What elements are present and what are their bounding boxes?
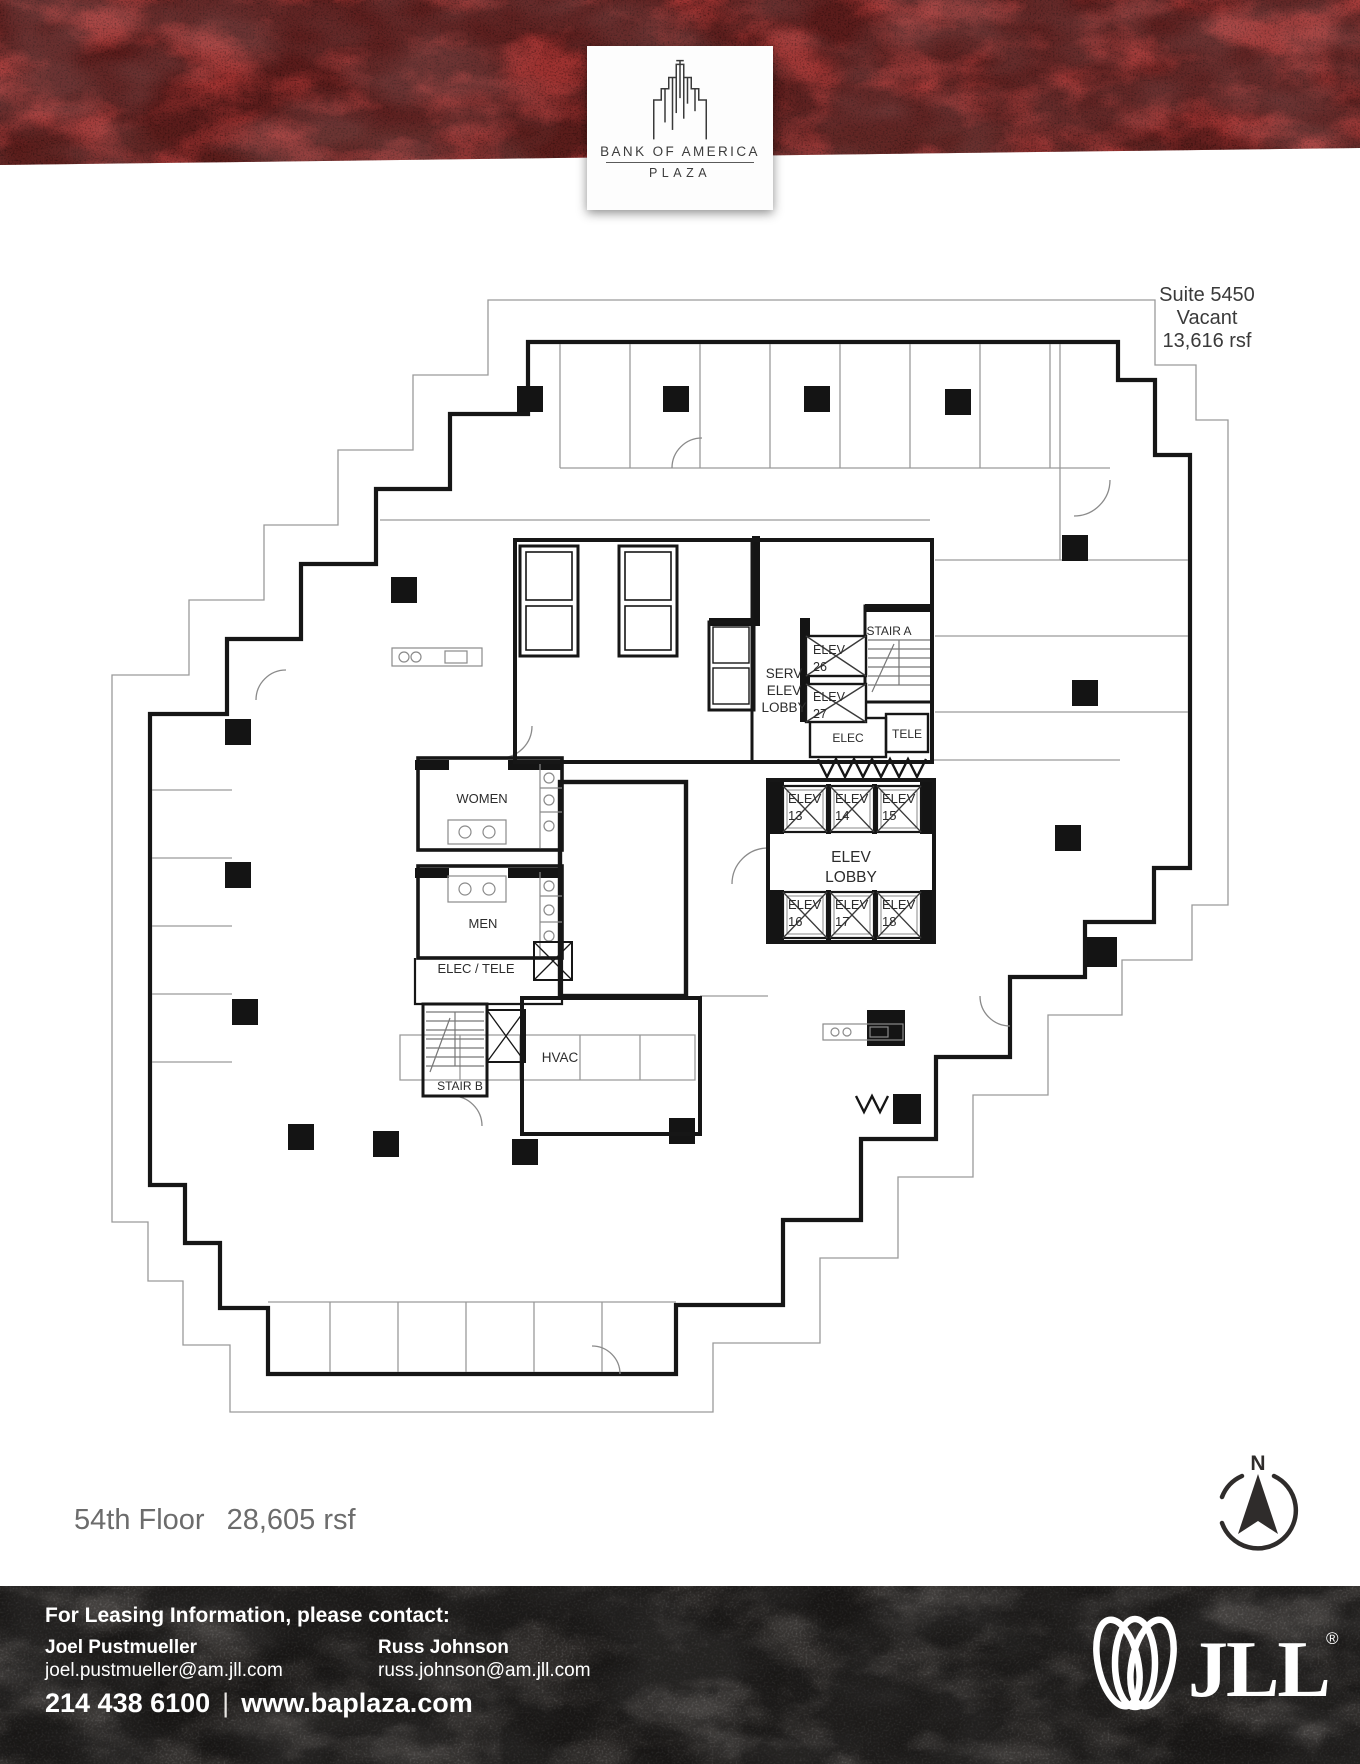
elev-27-number: 27: [813, 707, 827, 721]
elev-lobby-label-1: ELEV: [831, 849, 871, 866]
elevator-shafts: ELEV 13 ELEV 14 ELEV 15: [781, 784, 923, 940]
elev-18-label: ELEV: [882, 897, 916, 912]
header-red-banner: [0, 0, 1360, 165]
stair-a-label: STAIR A: [866, 624, 911, 638]
floor-number: 54th Floor: [74, 1504, 205, 1536]
elec-tele-shaft: [533, 941, 573, 981]
office-partitions: [152, 344, 1188, 1372]
contact-name: Russ Johnson: [378, 1637, 509, 1658]
building-logo-card: BANK OF AMERICA PLAZA: [587, 46, 773, 210]
logo-divider: [606, 162, 754, 163]
elev-18-number: 18: [882, 914, 896, 929]
restrooms: [413, 756, 564, 1006]
elev-27-label: ELEV: [813, 690, 846, 704]
elev-16-label: ELEV: [788, 897, 822, 912]
suite-area: 13,616 rsf: [1162, 330, 1252, 352]
floor-info: 54th Floor 28,605 rsf: [74, 1504, 356, 1537]
separator: |: [222, 1688, 230, 1718]
website-link[interactable]: www.baplaza.com: [241, 1688, 473, 1718]
phone-number: 214 438 6100: [45, 1688, 211, 1718]
contact-email[interactable]: russ.johnson@am.jll.com: [378, 1660, 591, 1681]
pantry-counters: [391, 647, 904, 1041]
elev-27-shaft: ELEV 27: [804, 682, 868, 724]
elevator-bank: ELEV 13 ELEV 14 ELEV 15: [766, 778, 936, 944]
elev-lobby-label-2: LOBBY: [825, 869, 877, 886]
jll-rings-icon: [1093, 1615, 1177, 1711]
women-label: WOMEN: [456, 791, 507, 806]
elev-13-label: ELEV: [788, 791, 822, 806]
serv-lobby-label-1: SERV: [766, 666, 803, 681]
exterior-wall: [147, 339, 1193, 1377]
shaft-zigzag: [816, 756, 928, 1115]
service-elevators: ELEV 26 ELEV 27: [804, 634, 868, 724]
tele-label: TELE: [892, 727, 922, 741]
floor-plan: ELEV 26 ELEV 27: [0, 250, 1360, 1560]
elev-15-label: ELEV: [882, 791, 916, 806]
stair-a-treads: [868, 639, 930, 693]
elev-13-number: 13: [788, 808, 802, 823]
lease-line: [111, 299, 1229, 1413]
structural-columns: [225, 386, 1117, 1165]
suite-number: Suite 5450: [1159, 284, 1255, 306]
elec-label: ELEC: [832, 731, 864, 745]
contact-joel: Joel Pustmueller joel.pustmueller@am.jll…: [45, 1636, 283, 1682]
elev-14-number: 14: [835, 808, 849, 823]
compass-icon: N: [1219, 1452, 1299, 1551]
compass-north-label: N: [1250, 1452, 1265, 1475]
jll-wordmark: JLL: [1188, 1626, 1329, 1714]
footer-texture: [0, 1586, 1360, 1764]
suite-status: Vacant: [1176, 307, 1238, 329]
wall-chunks: [415, 536, 934, 942]
service-core: [513, 538, 934, 764]
elev-14-label: ELEV: [835, 791, 869, 806]
contact-email[interactable]: joel.pustmueller@am.jll.com: [45, 1660, 283, 1681]
elev-26-label: ELEV: [813, 643, 846, 657]
suite-callout: Suite 5450 Vacant 13,616 rsf: [1128, 284, 1286, 353]
stair-b-label: STAIR B: [437, 1079, 483, 1093]
footer: For Leasing Information, please contact:…: [0, 1586, 1360, 1764]
central-shaft: [557, 779, 689, 999]
elev-16-number: 16: [788, 914, 802, 929]
elev-26-shaft: ELEV 26: [804, 634, 868, 678]
serv-lobby-label-2: ELEV: [767, 683, 802, 698]
hvac-label: HVAC: [542, 1050, 579, 1065]
registered-mark: ®: [1326, 1629, 1339, 1648]
men-label: MEN: [469, 916, 498, 931]
door-arcs: [255, 437, 1111, 1375]
phone-website-row: 214 438 6100 | www.baplaza.com: [45, 1688, 473, 1719]
contact-russ: Russ Johnson russ.johnson@am.jll.com: [378, 1636, 591, 1682]
elev-26-number: 26: [813, 660, 827, 674]
elec-tele-label: ELEC / TELE: [437, 961, 514, 976]
building-name: BANK OF AMERICA: [600, 144, 760, 159]
floor-area: 28,605 rsf: [226, 1504, 356, 1536]
room-labels: STAIR A SERV ELEV LOBBY ELEC TELE ELEV L…: [437, 624, 922, 1093]
leasing-heading: For Leasing Information, please contact:: [45, 1604, 450, 1627]
elev-15-number: 15: [882, 808, 896, 823]
elev-17-label: ELEV: [835, 897, 869, 912]
elev-17-number: 17: [835, 914, 849, 929]
contact-name: Joel Pustmueller: [45, 1637, 198, 1658]
building-name-sub: PLAZA: [648, 166, 712, 180]
jll-logo: JLL ®: [1093, 1615, 1339, 1714]
stair-b-hvac: [421, 996, 702, 1136]
serv-lobby-label-3: LOBBY: [761, 700, 806, 715]
building-tower-icon: [653, 59, 707, 140]
